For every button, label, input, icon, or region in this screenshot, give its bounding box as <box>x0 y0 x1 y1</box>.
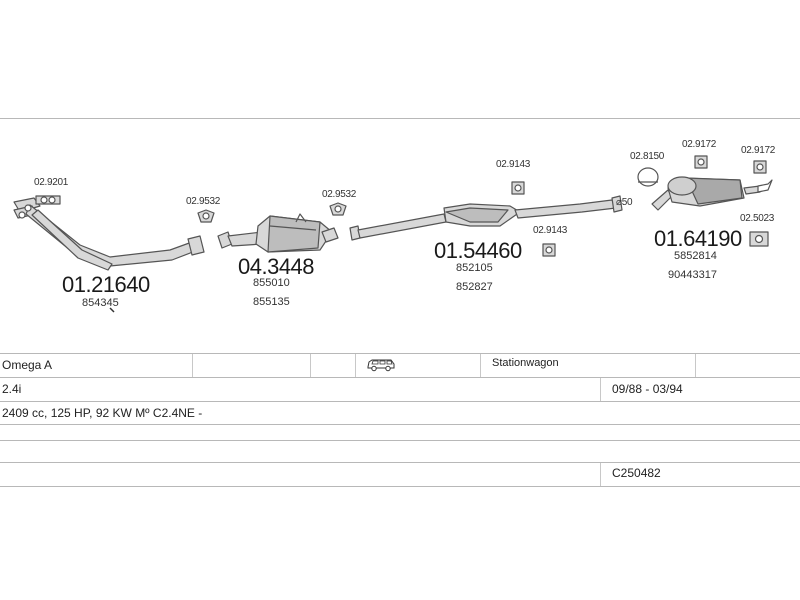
middle-silencer-number[interactable]: 01.54460 <box>434 238 522 263</box>
rubber-hanger-icon[interactable] <box>753 160 767 174</box>
rear-silencer-number[interactable]: 01.64190 <box>654 226 742 251</box>
rear-silencer-part[interactable] <box>651 176 761 211</box>
front-pipe-oem-1: 854345 <box>82 297 119 309</box>
top-rule <box>0 118 800 119</box>
front-pipe-part[interactable] <box>13 197 205 271</box>
fitting-label[interactable]: 02.9172 <box>682 139 717 150</box>
rear-silencer-oem-2: 90443317 <box>668 269 717 281</box>
table-rule <box>0 462 800 463</box>
fitting-label[interactable]: 02.9201 <box>34 177 69 188</box>
vehicle-production: 09/88 - 03/94 <box>612 382 683 396</box>
kit-code[interactable]: C250482 <box>612 466 661 480</box>
table-divider <box>695 354 696 377</box>
table-divider <box>600 463 601 486</box>
fitting-label[interactable]: 02.9532 <box>186 196 221 207</box>
vehicle-body-type: Stationwagon <box>492 357 559 369</box>
table-divider <box>600 378 601 401</box>
catalyst-number[interactable]: 04.3448 <box>238 254 315 279</box>
table-divider <box>480 354 481 377</box>
gasket-icon[interactable] <box>35 195 61 205</box>
rubber-hanger-icon[interactable] <box>542 243 556 257</box>
exhaust-diagram: 01.21640 854345 04.3448 855010 855135 01… <box>13 139 776 313</box>
table-rule <box>0 440 800 441</box>
vehicle-spec: 2409 cc, 125 HP, 92 KW Mº C2.4NE - <box>2 406 203 420</box>
table-rule <box>0 486 800 487</box>
table-divider <box>355 354 356 377</box>
rubber-hanger-icon[interactable] <box>511 181 525 195</box>
vehicle-model: Omega A <box>2 358 53 372</box>
fitting-label[interactable]: 02.9532 <box>322 189 357 200</box>
exhaust-drawing <box>13 155 773 313</box>
gasket-icon[interactable] <box>329 202 347 216</box>
catalyst-oem-1: 855010 <box>253 277 290 289</box>
catalyst-part[interactable] <box>217 213 339 253</box>
catalyst-oem-2: 855135 <box>253 296 290 308</box>
table-rule <box>0 424 800 425</box>
rubber-hanger-icon[interactable] <box>694 155 708 169</box>
middle-silencer-oem-2: 852827 <box>456 281 493 293</box>
table-divider <box>192 354 193 377</box>
fitting-label[interactable]: 02.5023 <box>740 213 775 224</box>
table-rule <box>0 377 800 378</box>
fitting-label[interactable]: 02.9143 <box>533 225 568 236</box>
pointer-mark <box>109 307 115 313</box>
tail-tip-part[interactable] <box>757 179 773 193</box>
station-wagon-car-icon <box>366 358 396 374</box>
middle-silencer-oem-1: 852105 <box>456 262 493 274</box>
fitting-label[interactable]: 02.9143 <box>496 159 531 170</box>
front-pipe-number[interactable]: 01.21640 <box>62 272 150 297</box>
fitting-label[interactable]: 02.8150 <box>630 151 665 162</box>
table-divider <box>310 354 311 377</box>
rear-silencer-oem-1: 5852814 <box>674 250 717 262</box>
middle-silencer-part[interactable] <box>357 195 623 239</box>
pipe-clamp-icon[interactable] <box>637 167 659 187</box>
gasket-icon[interactable] <box>197 209 215 223</box>
vehicle-engine: 2.4i <box>2 382 22 396</box>
table-rule <box>0 353 800 354</box>
table-rule <box>0 401 800 402</box>
pipe-diameter-label: ⌀50 <box>616 197 633 208</box>
fitting-label[interactable]: 02.9172 <box>741 145 776 156</box>
mounting-bracket-icon[interactable] <box>749 231 769 247</box>
